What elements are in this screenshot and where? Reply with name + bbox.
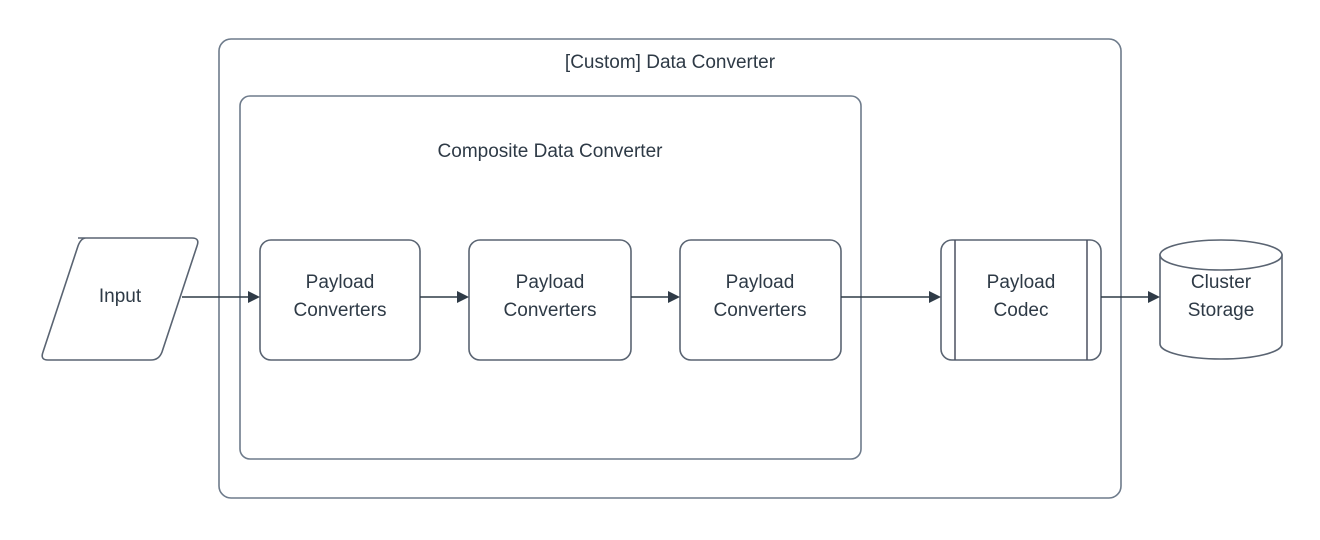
cluster-storage-label-line1: Cluster (1191, 272, 1252, 293)
connector-payload-codec-to-cluster-storage[interactable] (1101, 291, 1160, 303)
arrow-head-icon (929, 291, 941, 303)
node-payload-converters-3[interactable]: Payload Converters (679, 239, 842, 361)
payload-converters-2-label-line2: Converters (504, 300, 597, 321)
payload-codec-label-line2: Codec (994, 300, 1049, 321)
connector-input-to-payload-converters-1[interactable] (182, 291, 260, 303)
payload-codec-shape[interactable] (940, 239, 1102, 361)
node-payload-codec[interactable]: Payload Codec (940, 239, 1102, 361)
cluster-storage-body[interactable] (1159, 254, 1283, 360)
payload-codec-label-line1: Payload (987, 272, 1056, 293)
node-payload-converters-1[interactable]: Payload Converters (259, 239, 421, 361)
node-cluster-storage[interactable]: Cluster Storage (1159, 239, 1283, 360)
arrow-head-icon (248, 291, 260, 303)
payload-converters-1-label-line1: Payload (306, 272, 375, 293)
payload-converters-3-label-line1: Payload (726, 272, 795, 293)
payload-converters-1-label-line2: Converters (294, 300, 387, 321)
payload-converters-3-label-line2: Converters (714, 300, 807, 321)
payload-converters-2-label-line1: Payload (516, 272, 585, 293)
node-payload-converters-2[interactable]: Payload Converters (468, 239, 632, 361)
connector-payload-converters-2-to-3[interactable] (631, 291, 680, 303)
node-input[interactable]: Input (41, 237, 199, 361)
cluster-storage-label-line2: Storage (1188, 300, 1255, 321)
input-shape[interactable] (41, 237, 199, 361)
arrow-head-icon (668, 291, 680, 303)
composite-data-converter-label: Composite Data Converter (438, 141, 664, 162)
connector-payload-converters-3-to-payload-codec[interactable] (841, 291, 941, 303)
payload-converters-2-shape[interactable] (468, 239, 632, 361)
custom-data-converter-label: [Custom] Data Converter (565, 52, 776, 73)
input-label: Input (99, 286, 142, 307)
cluster-storage-top (1159, 239, 1283, 271)
payload-converters-1-shape[interactable] (259, 239, 421, 361)
payload-converters-3-shape[interactable] (679, 239, 842, 361)
connector-payload-converters-1-to-2[interactable] (420, 291, 469, 303)
arrow-head-icon (457, 291, 469, 303)
arrow-head-icon (1148, 291, 1160, 303)
